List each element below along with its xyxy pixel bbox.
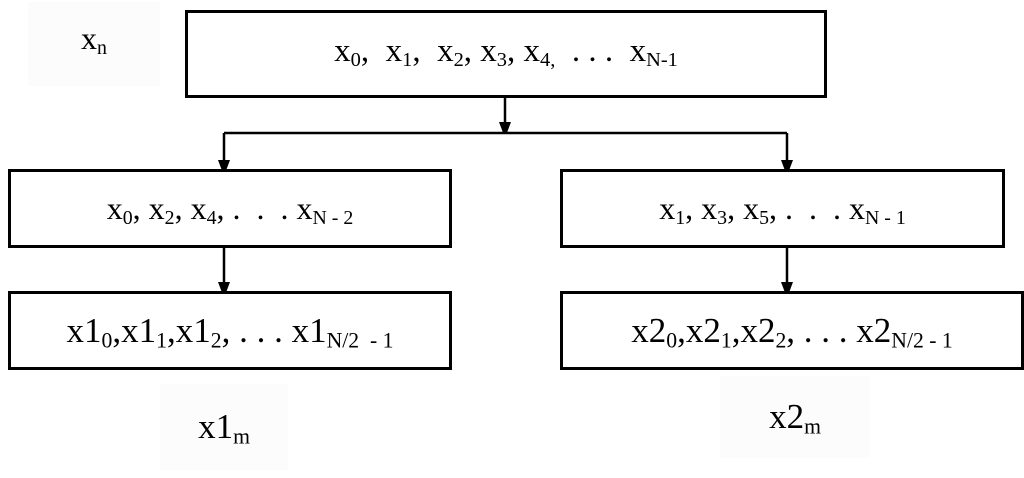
term-subscript: 4 [206, 206, 217, 229]
term-base: x [743, 190, 760, 226]
term-subscript: N-1 [646, 49, 678, 72]
x1-sequence-box: x10,x11,x12, . . . x1N/2 - 1 [8, 291, 452, 370]
term-base: x [296, 190, 313, 226]
term-base: x [385, 33, 403, 69]
x2-sequence-box: x20,x21,x22, . . . x2N/2 - 1 [560, 291, 1024, 370]
term-base: x1 [66, 310, 102, 350]
term-separator: , . . . [216, 190, 297, 226]
term-subscript: N - 1 [865, 206, 906, 229]
term-subscript: 0 [350, 49, 361, 72]
term-separator: , [174, 190, 191, 226]
sequence-text: xn [81, 20, 107, 59]
term-base: x1 [175, 310, 211, 350]
term-subscript: 1 [156, 327, 167, 352]
sequence-text: x1m [198, 407, 250, 447]
term-subscript: 3 [717, 206, 728, 229]
term-base: x1 [291, 310, 327, 350]
term-base: x [437, 33, 454, 69]
x1m-label: x1m [160, 384, 288, 470]
term-base: x [190, 190, 207, 226]
term-base: x [701, 190, 718, 226]
term-subscript: 2 [210, 327, 222, 352]
term-subscript: 0 [101, 327, 113, 352]
term-base: x2 [685, 310, 721, 350]
term-base: x2 [740, 310, 776, 350]
term-separator: , [360, 33, 386, 69]
term-separator: , [677, 310, 686, 350]
term-base: x1 [198, 407, 234, 446]
term-subscript: N - 2 [312, 206, 354, 229]
sequence-text: x1, x3, x5, . . . xN - 1 [659, 190, 906, 229]
term-separator: , [731, 310, 741, 350]
term-base: x [523, 33, 541, 69]
term-subscript: 1 [675, 206, 686, 229]
term-separator: , [463, 33, 481, 69]
term-subscript: 1 [720, 327, 732, 352]
term-base: x [629, 33, 647, 69]
term-subscript: 1 [402, 49, 413, 72]
term-subscript: 2 [775, 327, 787, 352]
sequence-text: x0, x2, x4, . . . xN - 2 [106, 190, 354, 229]
signal-label-xn: xn [28, 2, 160, 86]
term-subscript: 4, [540, 49, 556, 72]
term-subscript: 0 [122, 206, 133, 229]
term-subscript: m [233, 424, 250, 449]
sequence-text: x0, x1, x2, x3, x4, . . . xN-1 [334, 33, 678, 70]
term-separator: , . . . [221, 310, 292, 350]
term-separator: , [112, 310, 122, 350]
term-base: x [106, 190, 123, 226]
term-separator: , [727, 190, 744, 226]
input-sequence-box: x0, x1, x2, x3, x4, . . . xN-1 [185, 10, 827, 98]
even-samples-box: x0, x2, x4, . . . xN - 2 [8, 169, 452, 248]
term-subscript: N/2 - 1 [326, 327, 394, 352]
term-separator: , . . . [769, 190, 849, 226]
term-subscript: 3 [496, 49, 507, 72]
term-separator: , [412, 33, 438, 69]
term-subscript: 2 [453, 49, 464, 72]
x2m-label: x2m [720, 376, 870, 458]
term-subscript: N/2 - 1 [891, 327, 953, 352]
term-subscript: 2 [164, 206, 175, 229]
term-base: x [659, 190, 676, 226]
odd-samples-box: x1, x3, x5, . . . xN - 1 [560, 169, 1005, 248]
term-base: x2 [856, 310, 892, 350]
term-subscript: 0 [666, 327, 678, 352]
term-subscript: n [97, 36, 107, 59]
term-base: x [334, 33, 351, 69]
sequence-text: x20,x21,x22, . . . x2N/2 - 1 [631, 311, 952, 351]
term-subscript: m [804, 414, 821, 439]
term-base: x2 [769, 397, 805, 436]
term-separator: . . . [555, 33, 630, 69]
term-base: x1 [121, 310, 157, 350]
term-base: x [81, 20, 98, 56]
term-subscript: 5 [759, 206, 769, 229]
term-base: x [148, 190, 165, 226]
sequence-text: x2m [769, 397, 821, 437]
sequence-text: x10,x11,x12, . . . x1N/2 - 1 [67, 311, 394, 351]
term-separator: , [685, 190, 702, 226]
term-base: x [480, 33, 497, 69]
term-separator: , [132, 190, 149, 226]
term-separator: , [166, 310, 176, 350]
term-separator: , [507, 33, 524, 69]
term-base: x2 [631, 310, 667, 350]
term-separator: , . . . [786, 310, 857, 350]
term-base: x [849, 190, 865, 226]
